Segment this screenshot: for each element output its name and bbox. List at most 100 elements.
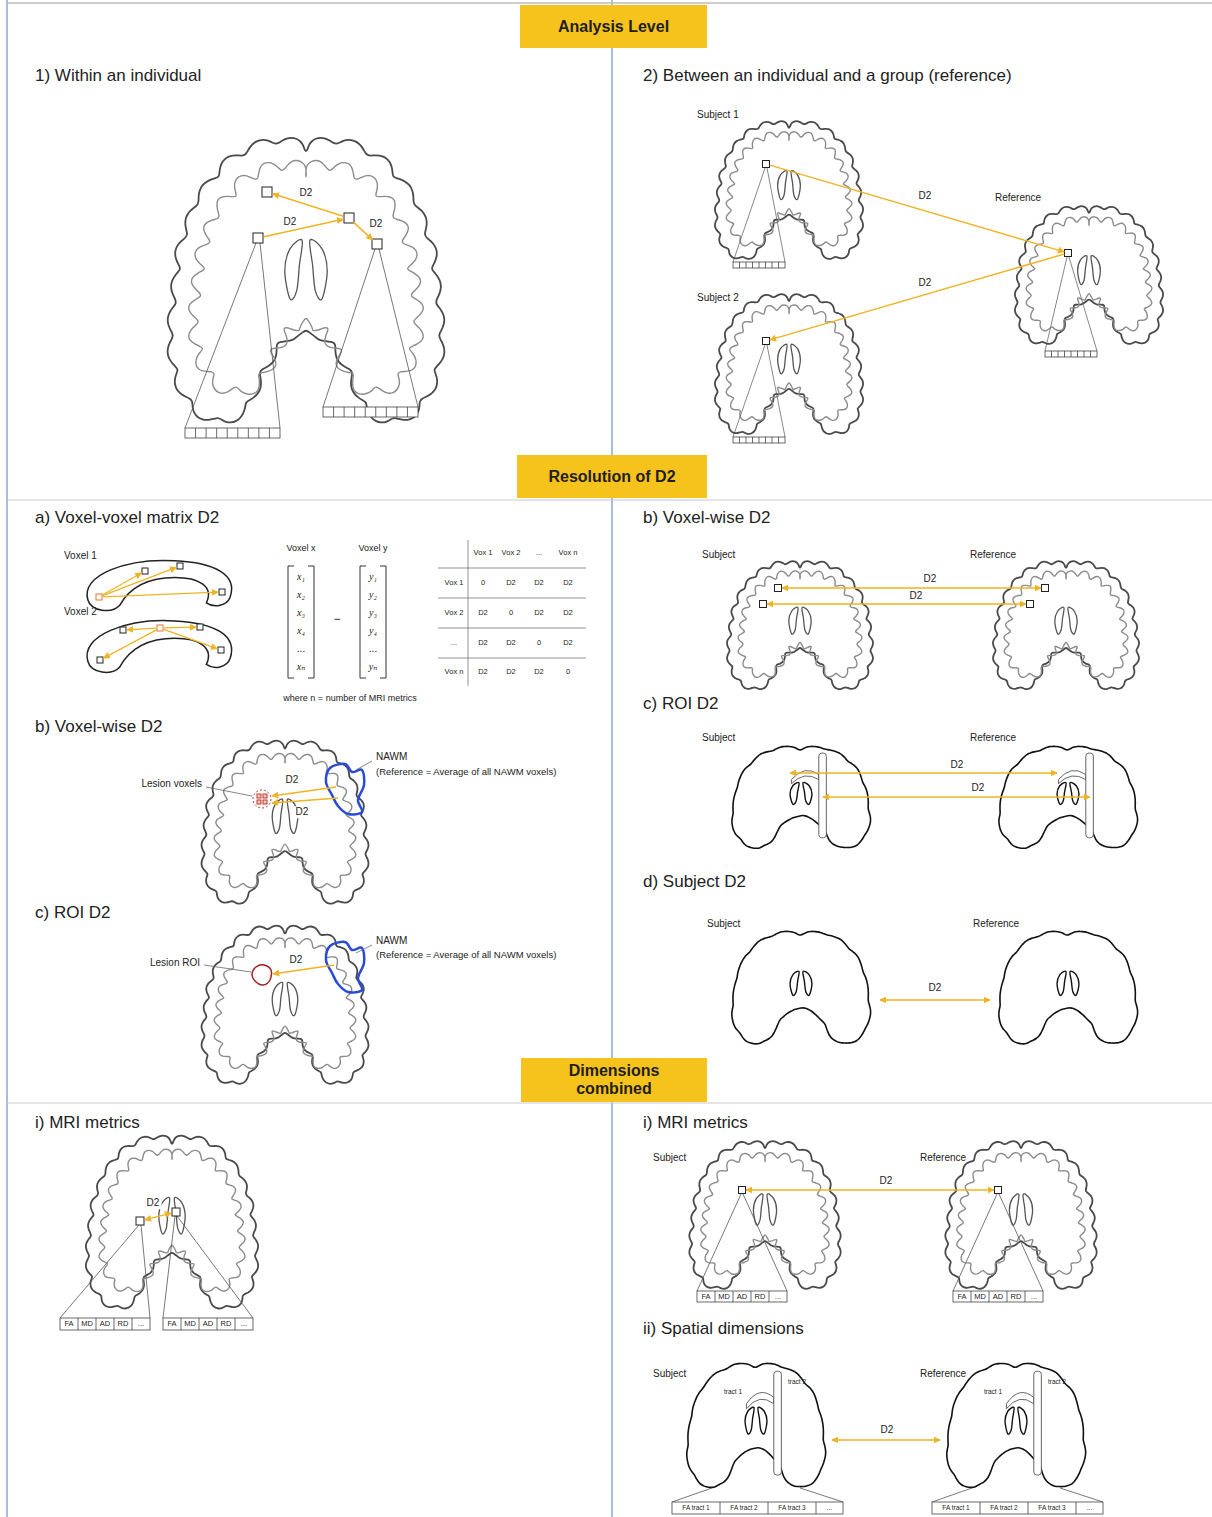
- brain-outline: [687, 1363, 826, 1487]
- corpus-callosum-outline: [87, 560, 232, 610]
- drawing-part: [1007, 1291, 1008, 1302]
- metric-cell: AD: [993, 1292, 1003, 1301]
- drawing-part: [1051, 351, 1052, 357]
- leader-line: [932, 1488, 972, 1502]
- drawing-part: [375, 407, 376, 417]
- text-label: where n = number of MRI metrics: [283, 693, 416, 703]
- table-cell: 0: [481, 579, 485, 588]
- leader-line: [1045, 257, 1067, 351]
- text-label: tract 2: [788, 1378, 806, 1385]
- leader-line: [767, 168, 785, 262]
- text-label: ...: [297, 643, 305, 655]
- ventricle: [803, 971, 812, 995]
- ventricle: [1018, 1407, 1027, 1434]
- lesion-annotations: [204, 942, 372, 993]
- drawing-part: [759, 262, 760, 268]
- drawing-part: [1058, 351, 1059, 357]
- panel-heading: b) Voxel-wise D2: [643, 508, 771, 528]
- metric-array: [60, 1318, 150, 1330]
- metric-cell: AD: [100, 1320, 110, 1329]
- metric-cell: ...: [1031, 1292, 1037, 1301]
- d2-label: D2: [949, 759, 966, 771]
- table-cell: D2: [478, 609, 488, 618]
- drawing-part: [396, 407, 397, 417]
- voxel-square: [995, 1187, 1002, 1194]
- drawing-part: [163, 1318, 253, 1330]
- d2-label: D2: [878, 1175, 895, 1187]
- table-cell: 0: [509, 609, 513, 618]
- matrix-bracket: [380, 566, 386, 678]
- leader-line: [1069, 257, 1097, 351]
- metric-cell: FA tract 3: [1038, 1504, 1065, 1511]
- lesion-roi: [252, 965, 271, 985]
- drawing-part: [733, 1291, 734, 1302]
- ventricle: [758, 1407, 767, 1434]
- drawing-part: [715, 1291, 716, 1302]
- drawing-part: [1028, 1502, 1029, 1514]
- text-label: tract 1: [724, 1388, 742, 1395]
- d2-arrow: [164, 629, 217, 648]
- leader-line: [1060, 1488, 1103, 1502]
- brain-slice: [727, 561, 873, 689]
- drawing-part: [344, 407, 345, 417]
- drawing-part: [1090, 351, 1091, 357]
- d2-arrow: [746, 1189, 994, 1191]
- drawing-part: [746, 262, 747, 268]
- panel-heading: c) ROI D2: [35, 903, 111, 923]
- ventricle: [790, 782, 799, 804]
- voxel-square: [120, 627, 126, 633]
- text-label: −: [333, 613, 340, 627]
- leader-line: [953, 1194, 997, 1291]
- vector-entry: y₁: [369, 571, 377, 583]
- voxel-annotations: [185, 187, 418, 438]
- table-cell: D2: [563, 579, 573, 588]
- metric-cell: FA tract 2: [990, 1504, 1017, 1511]
- d2-arrow: [264, 219, 343, 236]
- drawing-part: [216, 428, 217, 438]
- text-label: Voxel 1: [64, 550, 97, 562]
- metric-cell: RD: [755, 1292, 766, 1301]
- voxel-square: [775, 585, 782, 592]
- d2-label: D2: [298, 187, 315, 199]
- drawing-part: [816, 1502, 817, 1514]
- drawing-part: [768, 1502, 769, 1514]
- text-label: NAWM: [376, 751, 407, 763]
- voxel-square: [197, 624, 203, 630]
- table-rule: [438, 598, 586, 599]
- drawing-part: [772, 262, 773, 268]
- text-label: Subject 1: [697, 109, 739, 121]
- voxel-square: [219, 589, 225, 595]
- frame-line: [7, 1102, 1212, 1103]
- nawm-region: [326, 942, 364, 993]
- metric-cell: FA tract 1: [682, 1504, 709, 1511]
- voxel-square: [344, 213, 354, 223]
- drawing-part: [217, 1318, 218, 1330]
- nawm-region: [326, 764, 364, 815]
- d2-label: D2: [922, 573, 939, 585]
- table-cell: Vox 2: [502, 549, 521, 558]
- voxel-square: [763, 161, 770, 168]
- drawing-part: [185, 428, 280, 438]
- vector-entry: yₙ: [369, 661, 378, 673]
- text-label: (Reference = Average of all NAWM voxels): [376, 950, 556, 961]
- drawing-part: [720, 1502, 721, 1514]
- ventricle: [1005, 1407, 1014, 1434]
- drawing-part: [132, 1318, 133, 1330]
- ventricle: [778, 344, 787, 374]
- voxel-annotations: [760, 585, 1049, 608]
- metric-array: [733, 262, 785, 268]
- d2-arrow: [880, 999, 990, 1001]
- drawing-part: [752, 437, 753, 443]
- vector-entry: xₙ: [297, 661, 306, 673]
- vector-entry: y₄: [369, 625, 377, 637]
- tract-outline: [819, 753, 827, 838]
- d2-label: D2: [908, 590, 925, 602]
- ventricle: [803, 782, 812, 804]
- text-label: Subject: [653, 1368, 686, 1380]
- drawing-part: [752, 262, 753, 268]
- brain-slice: [202, 926, 369, 1084]
- metric-cell: FA tract 2: [730, 1504, 757, 1511]
- tract-outline: [1086, 753, 1094, 838]
- drawing-part: [733, 262, 785, 268]
- brain-outline: [732, 931, 871, 1043]
